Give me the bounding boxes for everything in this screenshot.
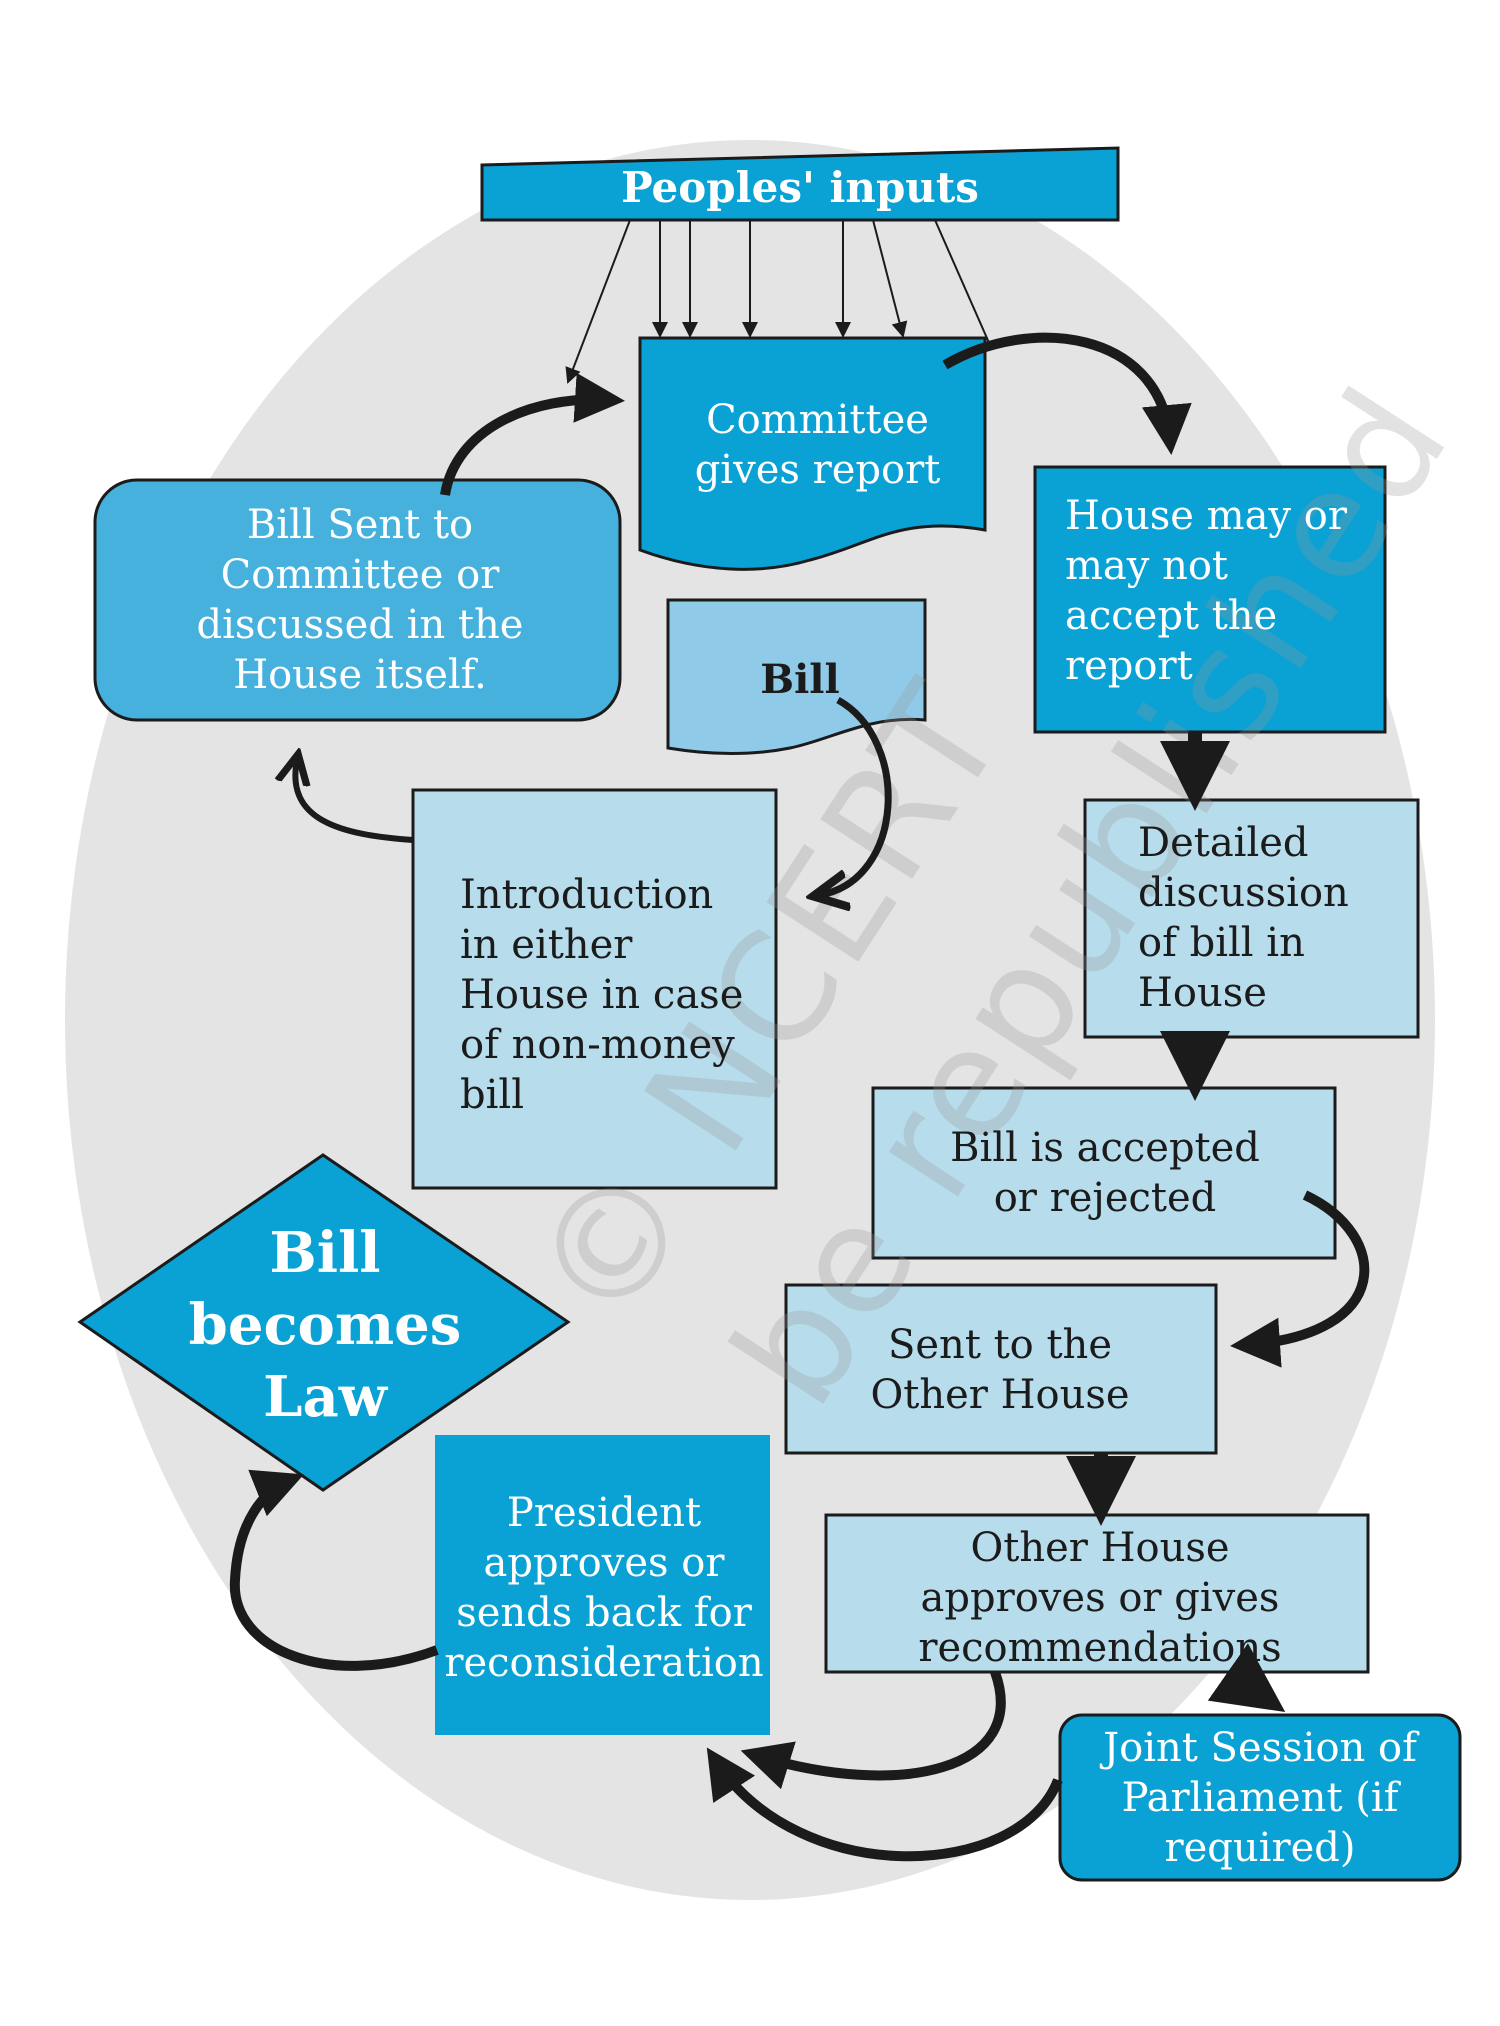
president-label: President approves or sends back for rec… — [444, 1489, 764, 1686]
president-box — [435, 1435, 770, 1735]
detailed-discussion-label: Detailed discussion of bill in House — [1138, 819, 1349, 1016]
sent-other-house-box — [784, 1283, 1218, 1455]
joint-session-label: Joint Session of Parliament (if required… — [1103, 1725, 1417, 1871]
sent-other-house-label: Sent to the Other House — [870, 1322, 1130, 1418]
detailed-discussion-box — [1083, 798, 1420, 1039]
house-accept-label: House may or may not accept the report — [1065, 492, 1347, 689]
bill-sent-label: Bill Sent to Committee or discussed in t… — [196, 502, 524, 698]
introduction-label: Introduction in either House in case of … — [460, 872, 744, 1118]
accepted-rejected-label: Bill is accepted or rejected — [950, 1125, 1260, 1221]
peoples-inputs-label: Peoples' inputs — [621, 163, 979, 212]
committee-report-box — [638, 336, 987, 571]
bill-label: Bill — [760, 656, 840, 703]
other-house-label: Other House approves or gives recommenda… — [918, 1524, 1282, 1671]
house-accept-box — [1033, 465, 1387, 734]
bill-sent-box — [93, 478, 622, 722]
bill-becomes-law-label: Bill becomes Law — [188, 1220, 462, 1430]
peoples-inputs-box — [480, 146, 1120, 222]
committee-report-label: Committee gives report — [694, 397, 941, 493]
introduction-box — [411, 788, 778, 1190]
